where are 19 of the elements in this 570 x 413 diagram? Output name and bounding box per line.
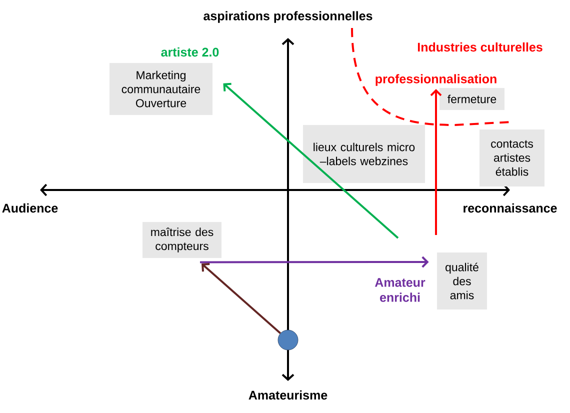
- circle-marker: [278, 330, 298, 350]
- axis-label: aspirations professionnelles: [204, 11, 372, 23]
- text-box: Marketing communautaire Ouverture: [110, 63, 212, 115]
- text-box: qualité des amis: [437, 252, 487, 310]
- axis-label: Amateurisme: [248, 390, 328, 400]
- arrow: [200, 256, 429, 268]
- text-box: fermeture: [440, 88, 504, 110]
- arrow: [223, 82, 399, 239]
- arrow: [430, 89, 442, 235]
- heading: professionnalisation: [376, 74, 496, 86]
- arrow: [202, 263, 282, 334]
- heading: artiste 2.0: [161, 47, 219, 57]
- axis-label: Industries culturelles: [418, 42, 542, 52]
- text-box: maîtrise des compteurs: [142, 222, 222, 258]
- edge-label: Amateur enrichi: [369, 277, 431, 303]
- axis-label: reconnaissance: [464, 203, 557, 213]
- text-box: contacts artistes établis: [480, 130, 544, 186]
- text-box: lieux culturels micro –labels webzines: [303, 125, 425, 183]
- axis-label: Audience: [2, 203, 58, 213]
